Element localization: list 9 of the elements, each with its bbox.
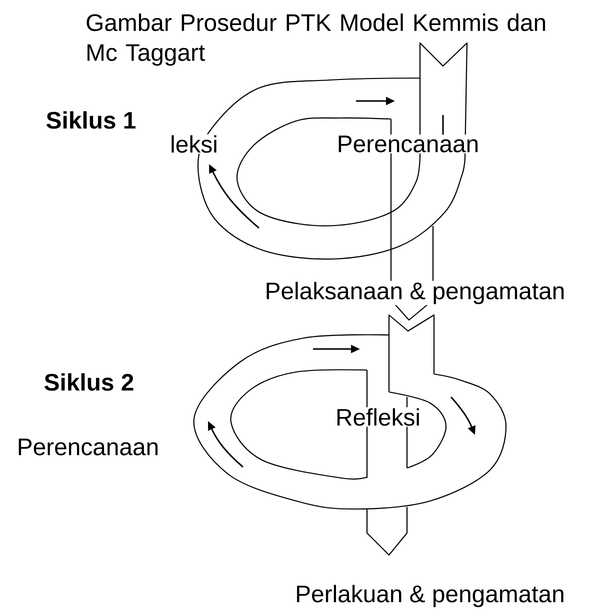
stage-label: leksi — [169, 134, 219, 154]
cycle-label: Siklus 1 — [44, 110, 138, 130]
title: Gambar Prosedur PTK Model Kemmis dan Mc Taggart — [86, 14, 546, 66]
stage-label: Perencanaan — [16, 438, 160, 456]
stage-label: Refleksi — [334, 407, 422, 427]
stage-label: Pelaksanaan & pengamatan — [264, 280, 566, 306]
cycle-label: Siklus 2 — [42, 372, 136, 392]
stage-label: Perencanaan — [336, 134, 480, 154]
stage-label: Perlakuan & pengamatan — [294, 584, 566, 608]
